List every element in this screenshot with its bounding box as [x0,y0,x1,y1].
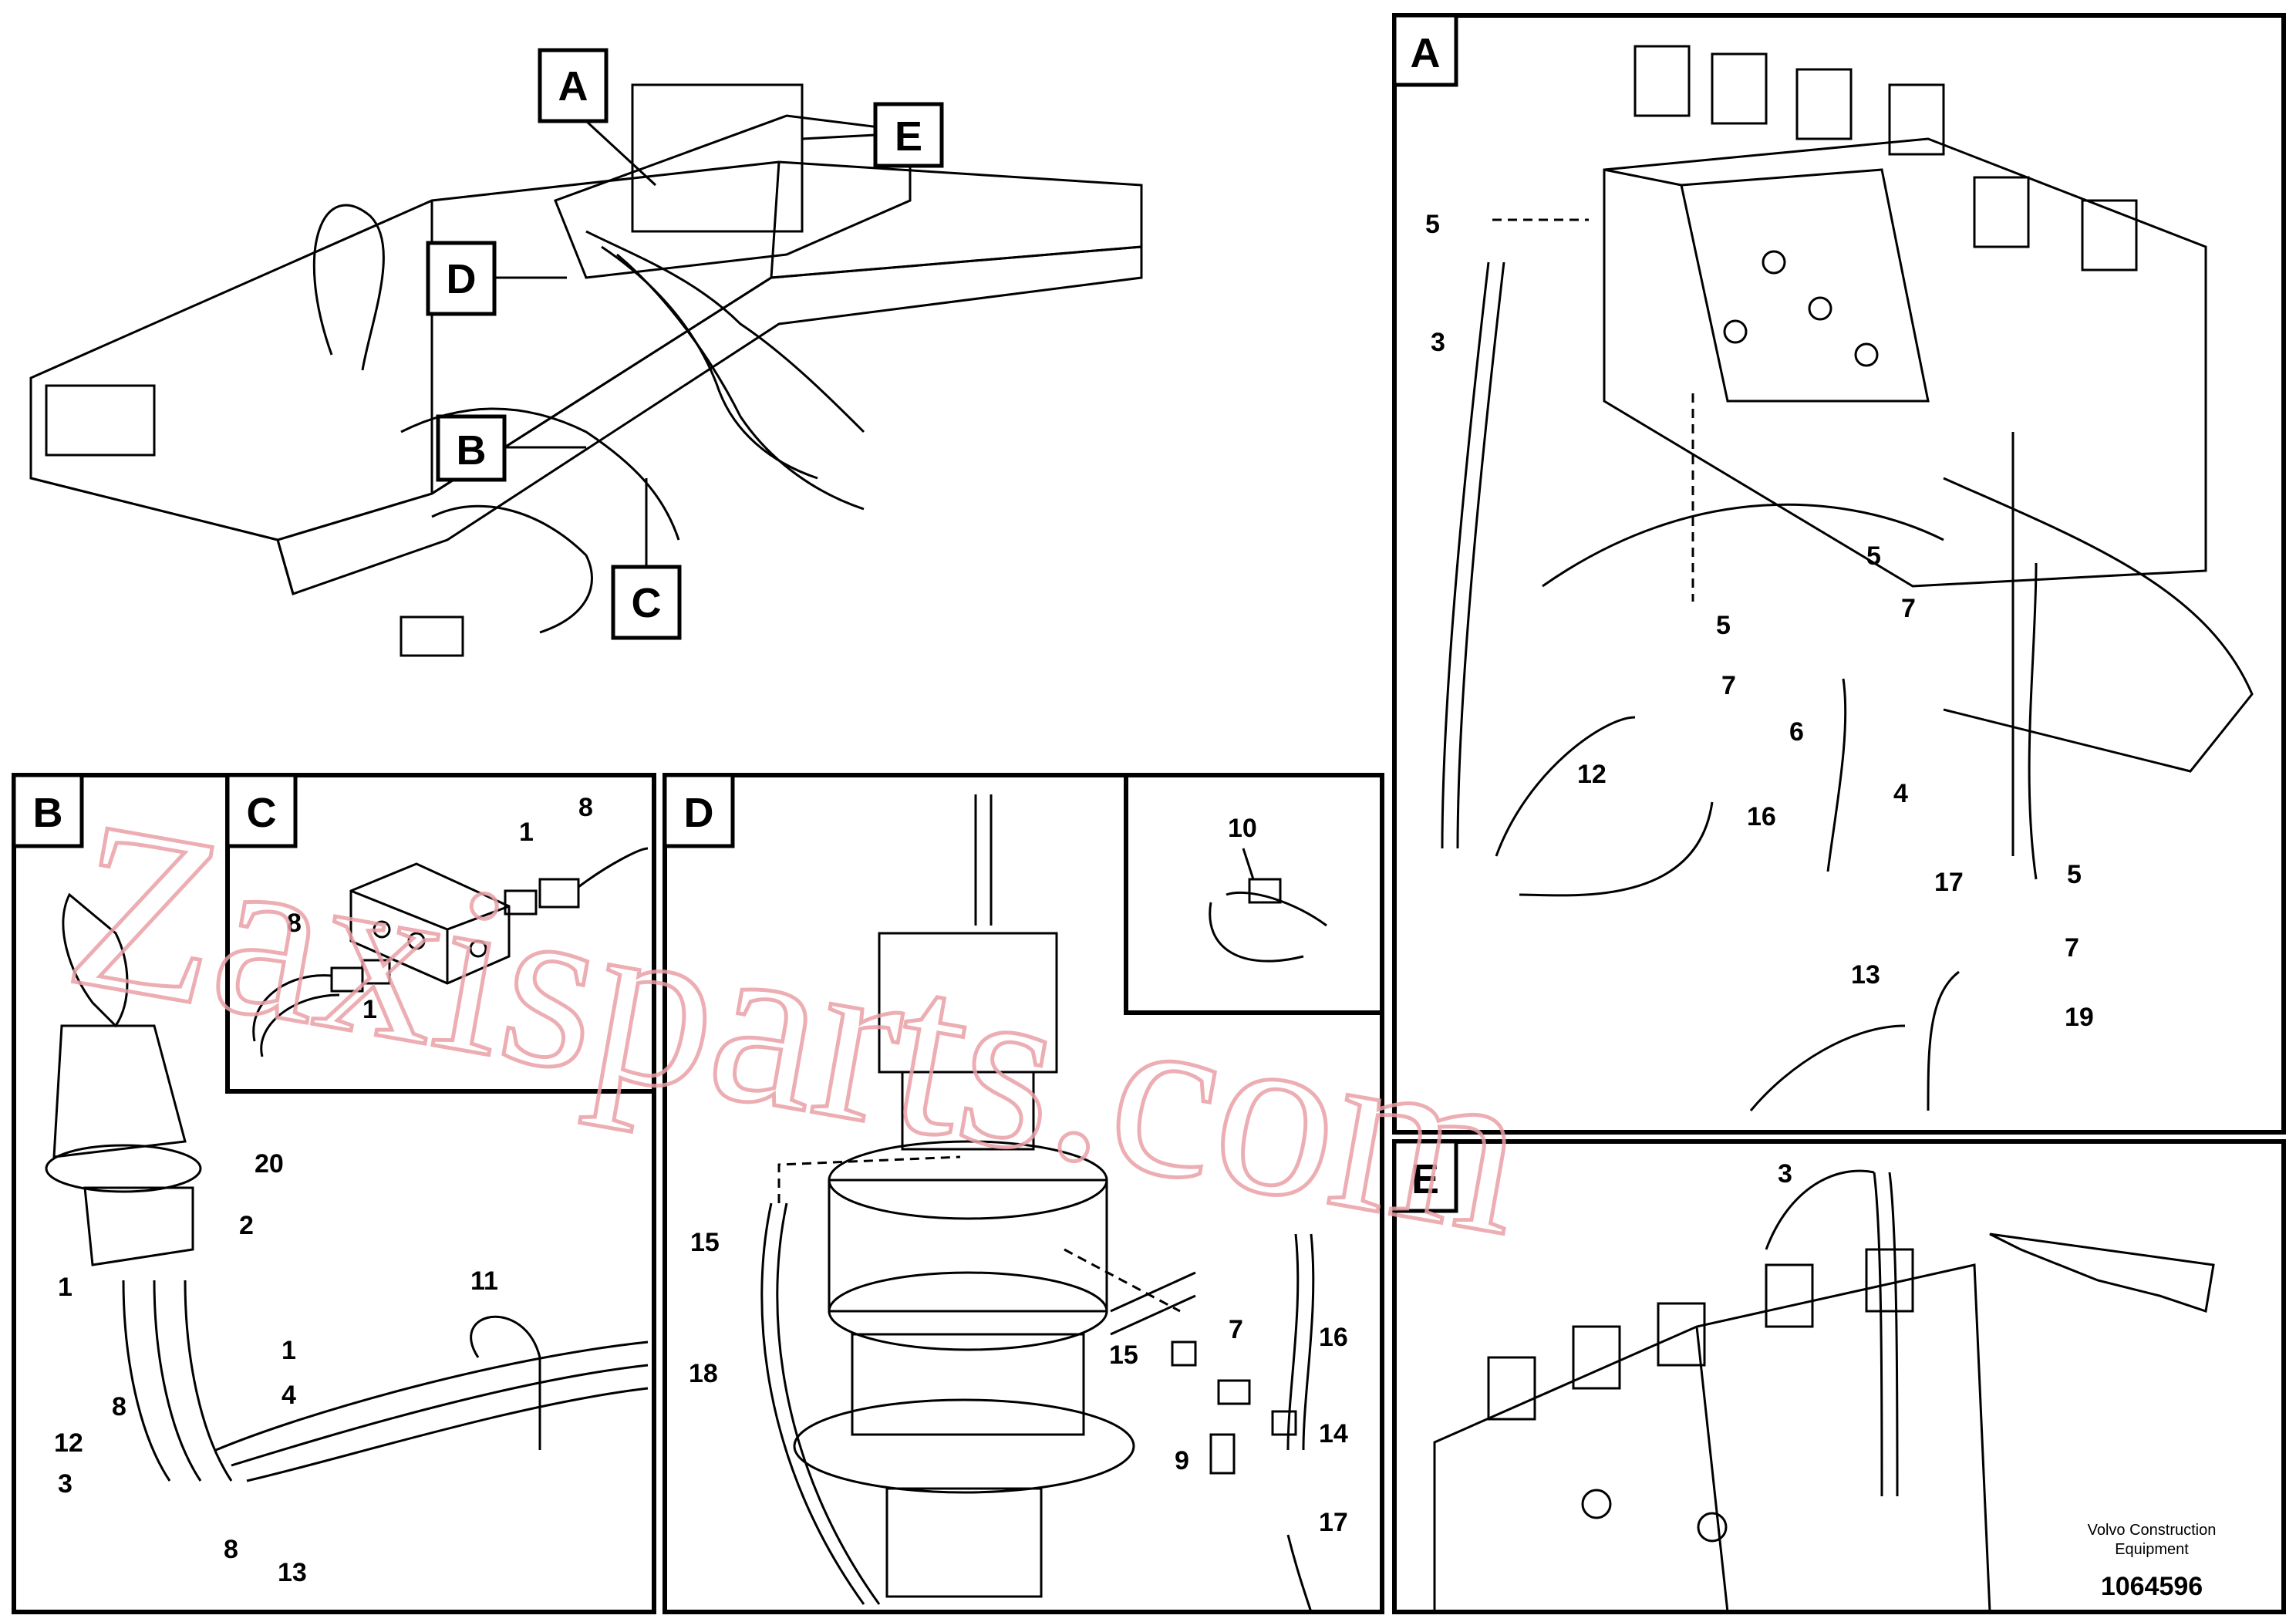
svg-text:C: C [632,580,662,626]
svg-text:1: 1 [58,1273,72,1302]
panel-d: D 15 18 [663,773,1384,1614]
svg-text:8: 8 [224,1535,238,1564]
svg-text:1: 1 [362,995,377,1024]
svg-text:Volvo Construction: Volvo Construction [2088,1522,2217,1539]
svg-text:12: 12 [1577,760,1607,789]
svg-text:E: E [895,113,922,160]
swing-motor-drawing [760,794,1315,1613]
svg-text:16: 16 [1747,802,1776,831]
panel-a: A [1392,13,2286,1135]
svg-text:5: 5 [2067,860,2082,889]
svg-text:11: 11 [470,1266,498,1296]
svg-text:9: 9 [1175,1446,1189,1475]
panel-c-labels: 8 1 8 1 [287,793,593,1024]
panel-b-labels: 20 2 1 1 11 8 4 12 3 8 13 [54,1149,498,1587]
valve-block-drawing [1433,1169,2215,1614]
svg-text:Equipment: Equipment [2115,1541,2189,1558]
overview-callout-c: C [611,478,682,640]
svg-text:17: 17 [1934,868,1964,897]
svg-text:8: 8 [578,793,593,822]
svg-text:17: 17 [1319,1508,1348,1537]
overview-callout-b: B [436,414,586,482]
svg-text:B: B [457,427,487,474]
svg-text:13: 13 [1851,960,1880,990]
svg-text:4: 4 [1893,779,1908,808]
svg-text:19: 19 [2065,1003,2094,1032]
manufacturer-footer: Volvo Construction Equipment 1064596 [2088,1522,2217,1601]
panel-a-letter: A [1411,30,1441,76]
svg-text:8: 8 [287,909,302,938]
svg-text:7: 7 [1229,1315,1243,1344]
svg-text:1: 1 [282,1336,296,1365]
overview-callout-a: A [538,48,657,187]
panel-e-letter: E [1411,1156,1439,1202]
panel-c-letter: C [247,790,277,836]
svg-text:2: 2 [239,1211,254,1240]
svg-text:20: 20 [255,1149,284,1179]
svg-text:D: D [447,256,477,302]
svg-text:3: 3 [1431,328,1445,357]
svg-text:1: 1 [519,818,534,847]
svg-text:7: 7 [2065,933,2079,963]
panel-clamp-detail: 10 [1124,773,1384,1015]
svg-text:16: 16 [1319,1323,1348,1352]
manifold-block-drawing [252,847,649,1057]
svg-text:18: 18 [689,1359,718,1388]
joystick-drawing [45,892,649,1482]
panel-b: B 20 2 1 1 11 8 4 12 3 8 13 [12,773,656,1614]
panel-d-labels: 15 18 7 15 16 14 9 17 [689,1228,1348,1537]
svg-text:5: 5 [1866,541,1881,571]
panel-d-letter: D [684,790,714,836]
panel-a-labels: 5 3 5 7 6 4 5 7 12 16 17 5 7 13 19 [1425,210,2094,1032]
svg-text:A: A [558,63,588,110]
panel-a-hoses [1441,218,2038,1111]
svg-text:8: 8 [112,1392,126,1421]
panel-e: E 3 [1392,1139,2286,1614]
svg-text:6: 6 [1789,717,1804,747]
svg-text:7: 7 [1721,671,1736,700]
control-valve-drawing [1542,45,2254,773]
svg-text:5: 5 [1425,210,1440,239]
overview-callout-e: E [801,102,944,168]
svg-text:15: 15 [690,1228,720,1257]
svg-text:13: 13 [278,1558,307,1587]
svg-text:10: 10 [1228,814,1257,843]
overview-machine-frame [29,83,1143,657]
panel-c: C 8 1 8 1 [225,773,656,1094]
svg-text:3: 3 [58,1469,72,1499]
clamp-drawing [1209,848,1327,963]
svg-text:14: 14 [1319,1419,1348,1448]
svg-text:1064596: 1064596 [2101,1572,2203,1601]
svg-text:15: 15 [1109,1340,1138,1370]
panel-b-letter: B [33,790,63,836]
svg-text:5: 5 [1716,611,1731,640]
svg-text:12: 12 [54,1428,83,1458]
overview-callout-d: D [426,241,567,316]
svg-text:7: 7 [1901,594,1916,623]
panel-e-label: 3 [1778,1159,1792,1189]
svg-text:4: 4 [282,1381,296,1410]
